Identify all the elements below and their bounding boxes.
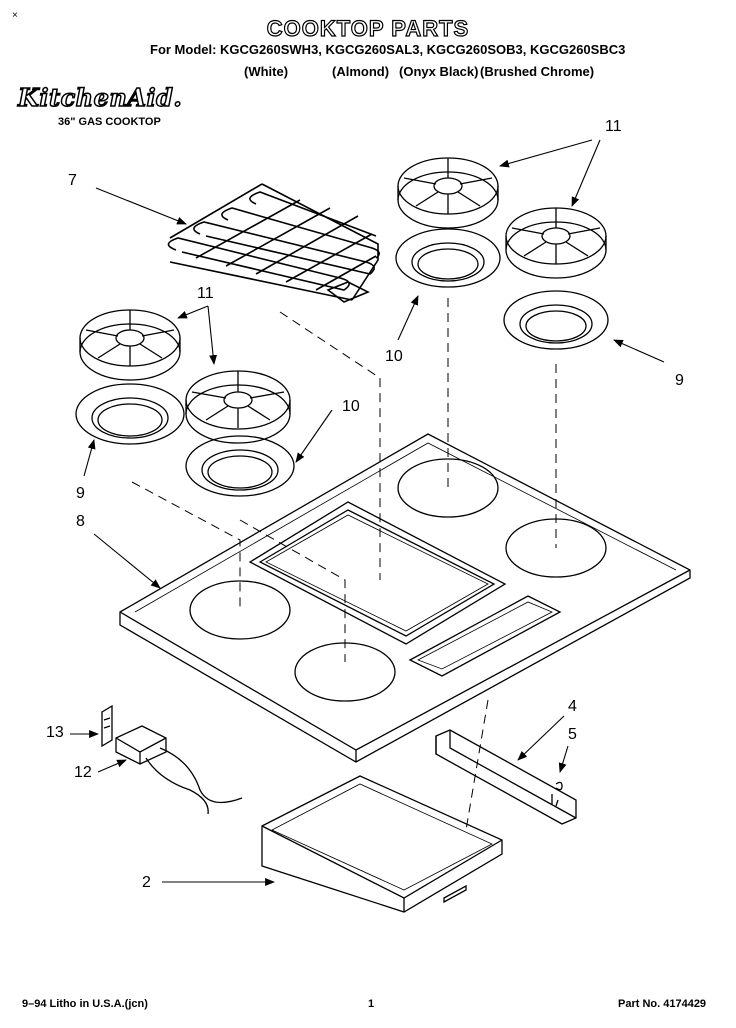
variant-white: (White)	[244, 64, 289, 79]
mounting-bracket	[435, 729, 577, 825]
corner-mark: ×	[12, 10, 18, 21]
burner-grate-right-rear	[397, 157, 499, 229]
callout-12: 12	[74, 764, 92, 781]
kitchenaid-logo: KitchenAid.	[17, 82, 183, 113]
callout-10-right: 10	[385, 348, 403, 365]
litho-note: 9–94 Litho in U.S.A.(jcn)	[22, 998, 148, 1010]
cooktop-panel	[119, 433, 691, 763]
product-subtitle: 36" GAS COOKTOP	[58, 116, 161, 128]
spark-module	[115, 725, 243, 815]
variant-onyx-black: (Onyx Black)	[399, 64, 479, 79]
callout-4: 4	[568, 698, 577, 715]
variant-brushed-chrome: (Brushed Chrome)	[480, 64, 595, 79]
callout-10-left: 10	[342, 398, 360, 415]
callout-2: 2	[142, 874, 151, 891]
callout-9-left: 9	[76, 485, 85, 502]
alignment-lines	[131, 298, 557, 831]
part-number: Part No. 4174429	[618, 998, 707, 1010]
callout-11-right: 11	[605, 118, 622, 135]
burner-grate-left-rear	[79, 309, 181, 381]
callout-5: 5	[568, 726, 577, 743]
callout-9-right: 9	[675, 372, 684, 389]
module-bracket	[101, 704, 113, 748]
burner-grate-right-front	[505, 207, 607, 279]
leader-arrows	[70, 139, 665, 886]
burner-grate-left-front	[185, 370, 291, 444]
callout-11-left: 11	[197, 285, 214, 302]
callout-7: 7	[68, 172, 77, 189]
page-title: COOKTOP PARTS	[266, 15, 470, 41]
burner-ring-right-front	[503, 290, 609, 350]
burner-ring-right-rear	[395, 228, 501, 288]
clip	[555, 781, 563, 791]
burner-ring-left-front	[185, 435, 295, 497]
burner-box	[261, 775, 503, 913]
page-number: 1	[368, 998, 375, 1010]
grill-element	[167, 183, 380, 303]
callout-13: 13	[46, 724, 64, 741]
callout-8: 8	[76, 513, 85, 530]
variant-almond: (Almond)	[332, 64, 390, 79]
burner-ring-left-rear	[75, 383, 185, 445]
model-list: For Model: KGCG260SWH3, KGCG260SAL3, KGC…	[150, 42, 626, 57]
